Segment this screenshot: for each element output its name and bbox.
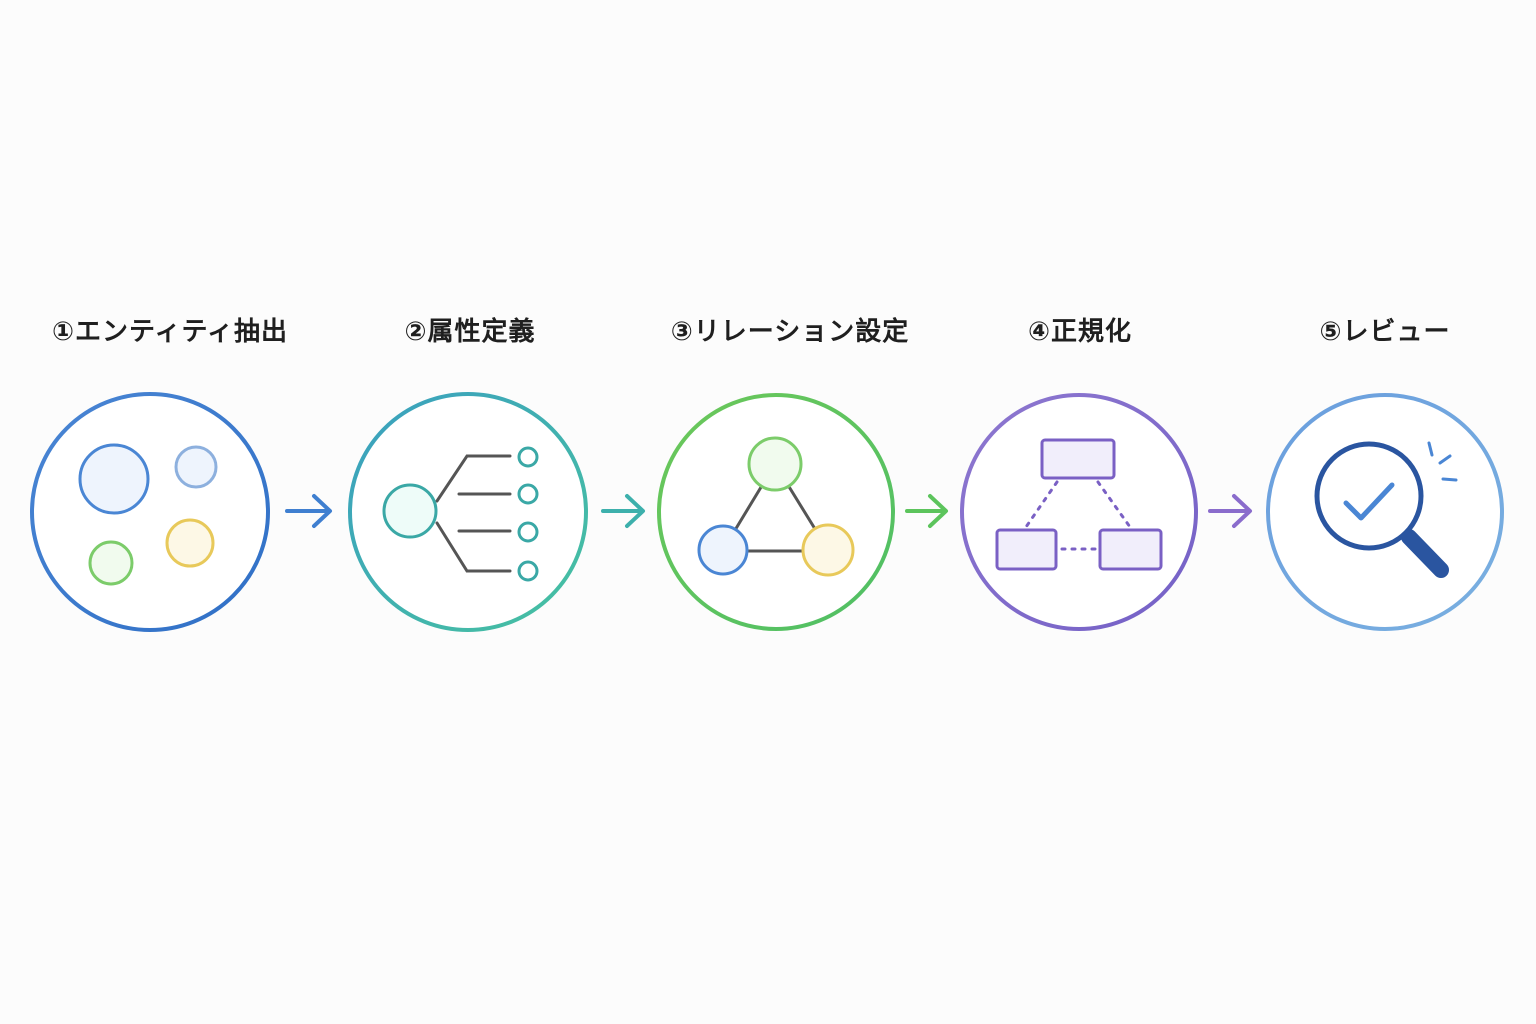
- sparkle-lines-icon: [1427, 441, 1458, 482]
- relation-triangle-icon: [697, 436, 855, 577]
- step-1-label: ①エンティティ抽出: [52, 317, 288, 347]
- step-5-label: ⑤レビュー: [1319, 317, 1451, 347]
- step-3-node: [657, 393, 895, 631]
- normalized-tables-icon: [995, 438, 1163, 571]
- flow-arrow-1: [285, 494, 332, 528]
- step-3-label: ③リレーション設定: [670, 317, 910, 347]
- step-1-node: [30, 392, 270, 632]
- step-4-node: [960, 393, 1198, 631]
- attribute-tree-icon: [382, 446, 539, 582]
- magnifier-check-icon: [1314, 441, 1458, 578]
- entity-circles-icon: [78, 443, 218, 586]
- flow-arrow-4: [1208, 494, 1252, 528]
- flow-arrow-2: [601, 494, 645, 528]
- step-2-node: [348, 392, 588, 632]
- step-4-label: ④正規化: [1027, 317, 1132, 347]
- flow-arrow-3: [905, 494, 948, 528]
- step-5-node: [1266, 393, 1504, 631]
- step-2-label: ②属性定義: [404, 317, 536, 347]
